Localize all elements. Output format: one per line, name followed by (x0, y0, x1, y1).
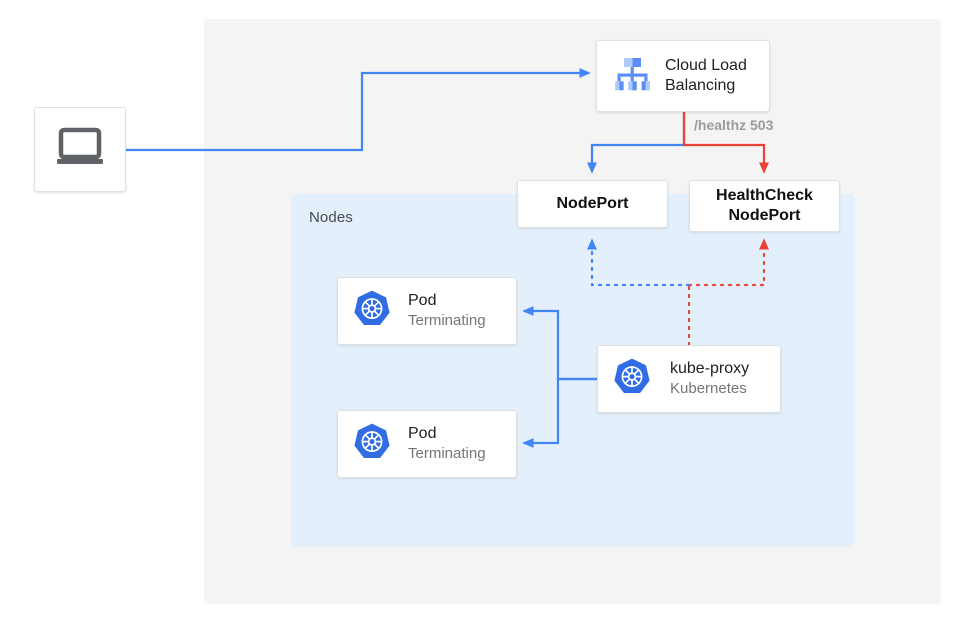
pod-title: Pod (408, 292, 437, 309)
healthz-edge-label: /healthz 503 (694, 117, 774, 133)
healthcheck-nodeport-card[interactable]: HealthCheck NodePort (689, 180, 840, 232)
cloud-load-balancing-title-line2: Balancing (665, 77, 736, 94)
kube-proxy-title: kube-proxy (670, 360, 750, 377)
kubernetes-icon (612, 357, 652, 402)
nodeport-card[interactable]: NodePort (517, 180, 668, 228)
nodes-panel-label: Nodes (309, 209, 353, 226)
pod-status: Terminating (408, 445, 486, 462)
healthcheck-nodeport-label: HealthCheck (716, 187, 813, 204)
cloud-load-balancing-title: Cloud Load (665, 57, 747, 74)
pod-title: Pod (408, 425, 437, 442)
client-device-card[interactable] (34, 107, 126, 192)
kube-proxy-subtitle: Kubernetes (670, 380, 747, 397)
pod-status: Terminating (408, 312, 486, 329)
pod-terminating-2-card[interactable]: Pod Terminating (337, 410, 517, 478)
kube-proxy-card[interactable]: kube-proxy Kubernetes (597, 345, 781, 413)
pod-terminating-1-card[interactable]: Pod Terminating (337, 277, 517, 345)
healthcheck-nodeport-label-line2: NodePort (728, 207, 801, 224)
cloud-load-balancing-card[interactable]: Cloud Load Balancing (596, 40, 770, 112)
laptop-icon (54, 125, 106, 174)
kubernetes-icon (352, 289, 392, 334)
nodeport-label: NodePort (556, 195, 629, 212)
cloud-load-balancing-icon (611, 53, 653, 100)
kubernetes-icon (352, 422, 392, 467)
